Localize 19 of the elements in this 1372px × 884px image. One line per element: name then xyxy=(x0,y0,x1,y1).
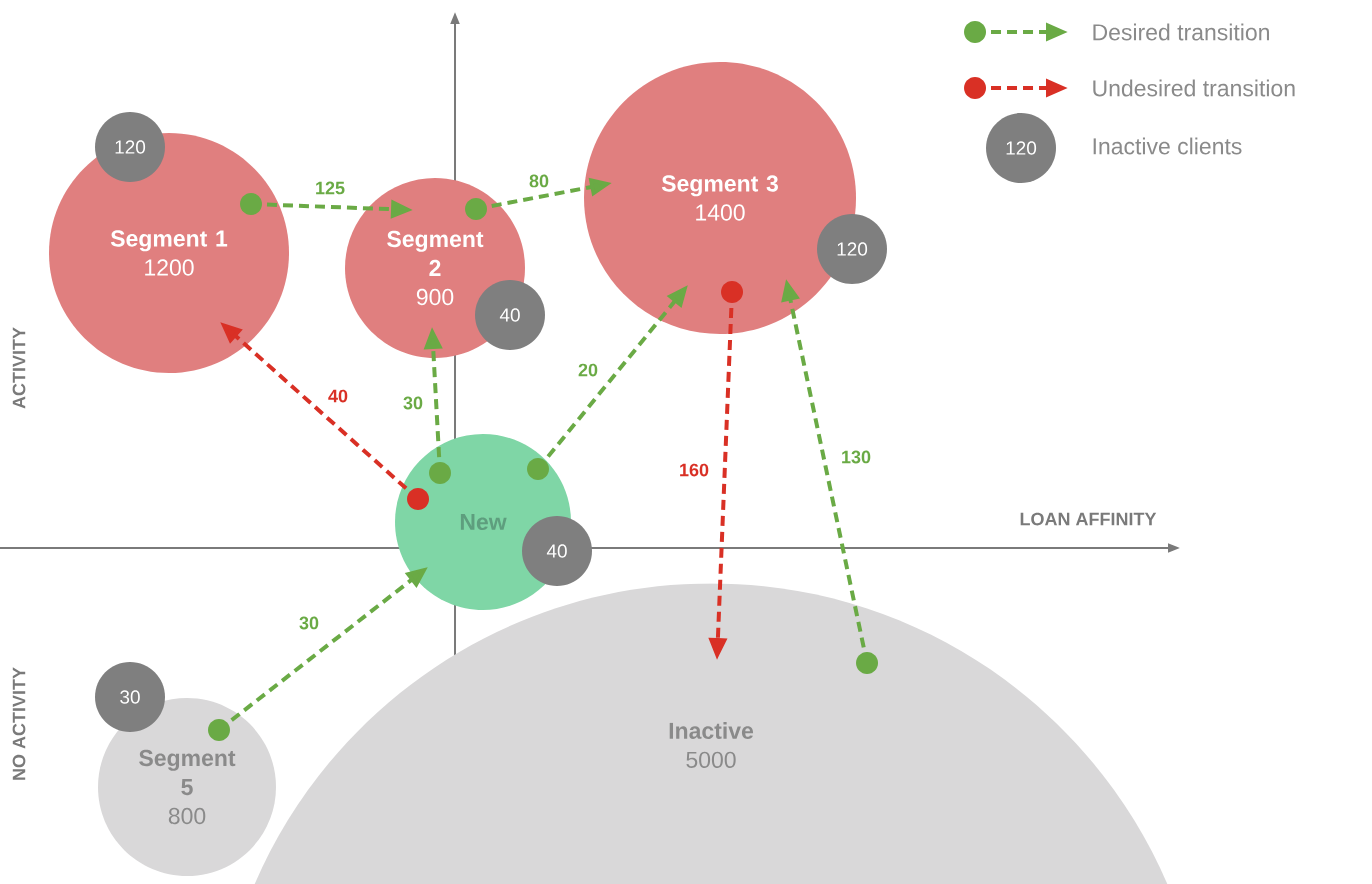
count-badge: 40 xyxy=(475,280,545,350)
edge-label: 160 xyxy=(677,461,712,479)
legend-label: Desired transition xyxy=(1093,23,1269,41)
edge-label: 20 xyxy=(576,361,600,379)
axis-label: ACTIVITY xyxy=(12,327,26,409)
legend-label: Inactive clients xyxy=(1093,137,1242,155)
count-badge: 40 xyxy=(522,516,592,586)
axis-label: LOAN AFFINITY xyxy=(1020,512,1157,526)
axis-label: NO ACTIVITY xyxy=(12,667,26,780)
edge-label: 30 xyxy=(297,614,321,632)
count-badge: 120 xyxy=(817,214,887,284)
count-badge: 120 xyxy=(95,112,165,182)
count-badge: 30 xyxy=(95,662,165,732)
edge-label: 80 xyxy=(527,172,551,190)
edge-label: 30 xyxy=(401,394,425,412)
edge-label: 125 xyxy=(313,179,347,197)
edge-label: 130 xyxy=(839,448,874,466)
edge-label: 40 xyxy=(326,387,350,405)
legend-label: Undesired transition xyxy=(1093,79,1295,97)
